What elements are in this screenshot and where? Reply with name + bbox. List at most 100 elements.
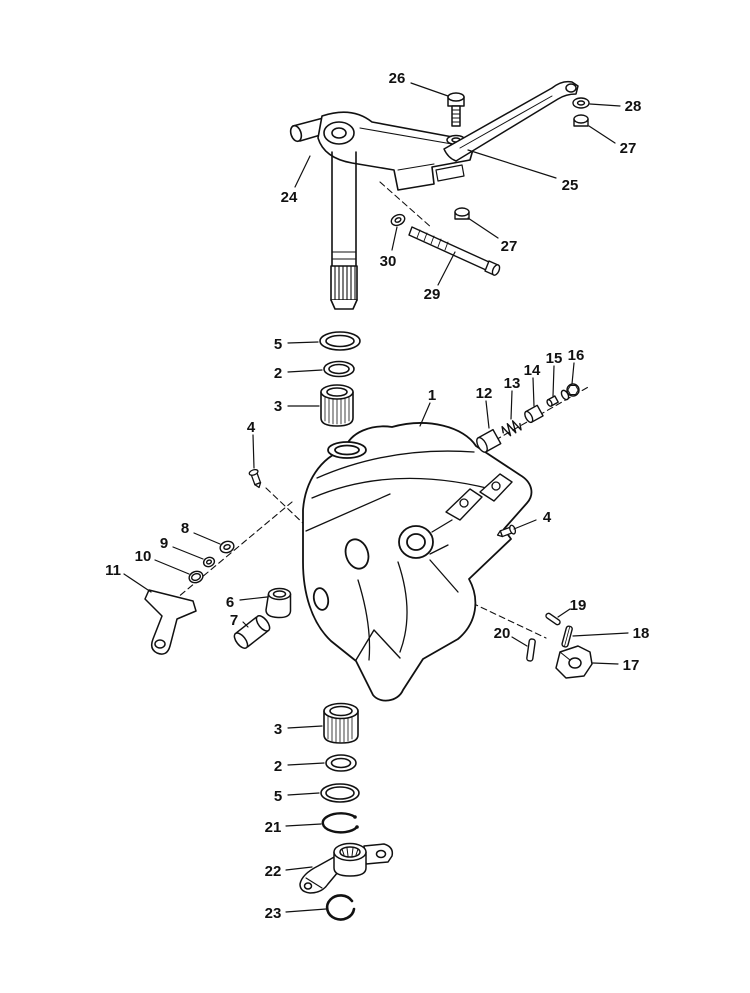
callout-leader-3 (287, 725, 323, 729)
callout-leader-27 (588, 125, 616, 144)
bushing-hatch (327, 714, 353, 743)
callout-leader-21 (285, 823, 322, 827)
part-24-swivel-arm (289, 111, 475, 310)
part-5-seal-lower (320, 783, 360, 803)
callout-label-25: 25 (562, 177, 579, 194)
snap-ring-arc (321, 812, 359, 834)
callout-label-27: 27 (620, 140, 637, 157)
shoulder-contour-line (311, 477, 503, 499)
callout-label-16: 16 (568, 347, 585, 364)
front-oval-hole (344, 538, 370, 570)
callout-leader-10 (154, 559, 190, 575)
callout-leader-2 (287, 369, 323, 373)
nut-top (454, 207, 470, 217)
plug-head-hex (567, 385, 579, 395)
tilt-tube-lines (429, 519, 453, 555)
bushing-bore (272, 590, 287, 598)
callout-leader-5 (287, 341, 319, 344)
bushing-body (323, 710, 359, 744)
arm-edge-line (359, 127, 453, 145)
callout-leader-9 (172, 546, 204, 560)
rib-line-right-arm (429, 559, 459, 593)
rib-line-leg-left (357, 579, 371, 661)
top-bore-inner (334, 444, 360, 456)
part-17-stop-block (555, 645, 593, 679)
callout-leader-25 (467, 149, 557, 179)
part-28-washer (572, 97, 590, 109)
washer-inner (223, 543, 231, 551)
callout-leader-23 (285, 908, 327, 913)
bushing-bore (329, 705, 353, 717)
callout-leader-4 (513, 519, 537, 530)
part-18-pin (561, 625, 573, 648)
callout-label-23: 23 (265, 905, 282, 922)
parts-12-16-detent-set (476, 383, 580, 453)
axis-line-top (379, 181, 433, 229)
callout-leader-7 (242, 621, 249, 628)
yoke-spline-bore (339, 846, 361, 858)
part-7-spacer-tube (233, 615, 271, 649)
part-16-plug (560, 383, 580, 401)
callout-label-13: 13 (504, 375, 521, 392)
bolt-thread-ticks (416, 229, 449, 251)
lever-body (144, 589, 197, 655)
part-6-bushing (265, 587, 292, 619)
callout-leader-24 (294, 155, 311, 188)
callout-leader-29 (437, 251, 456, 286)
screw-tip (496, 530, 503, 538)
part-15-pin-end (546, 399, 553, 407)
tilt-tube-bore-inner (406, 533, 426, 551)
yoke-lug-hole (375, 849, 387, 859)
screw-tip (254, 482, 262, 489)
washer-inner (576, 100, 586, 106)
callout-leader-15 (552, 365, 555, 397)
screw-head (248, 468, 259, 476)
snap-ring-end-b (355, 825, 359, 829)
part-19-pin (545, 612, 561, 626)
part-8-washer (219, 540, 235, 554)
callout-leader-19 (557, 608, 571, 618)
yoke-clamp-line (305, 877, 323, 889)
part-4-screw-left (248, 468, 262, 489)
rib-line-upper (305, 493, 391, 532)
callout-leader-12 (485, 400, 490, 429)
callout-leader-8 (193, 532, 221, 545)
bolt-thread-lines (451, 109, 461, 123)
callout-leader-17 (592, 662, 619, 665)
link-eye-hole (565, 83, 577, 93)
yoke-spline-ticks (341, 847, 359, 857)
bolt-head-top (447, 92, 465, 102)
snap-ring-end-a (353, 815, 357, 819)
ring-inner (190, 572, 202, 582)
oring-inner (330, 757, 352, 769)
shaft-sides (331, 151, 357, 267)
callout-label-29: 29 (424, 286, 441, 303)
callout-label-1: 1 (428, 387, 436, 404)
arm-plate-line (397, 163, 435, 171)
callout-leader-2 (287, 762, 325, 766)
arm-plate-slot (435, 164, 465, 182)
callout-leader-30 (391, 226, 398, 251)
bolt-shank (451, 105, 461, 127)
part-21-snap-ring (321, 812, 359, 834)
callout-label-2: 2 (274, 758, 282, 775)
arm-body (317, 111, 475, 191)
tube-end-right (255, 615, 271, 632)
callout-leader-14 (532, 377, 535, 407)
pin-slot-line (564, 626, 570, 647)
pin-body (545, 612, 561, 626)
lower-left-hole (312, 587, 330, 611)
callout-leader-26 (410, 82, 449, 97)
fork-vee-line (355, 629, 401, 661)
washer-inner (394, 217, 402, 223)
callout-label-5: 5 (274, 788, 282, 805)
bushing-body (265, 593, 292, 619)
shaft-tip (330, 299, 358, 310)
flange-hole-right (491, 481, 501, 491)
pin-body (526, 638, 536, 662)
part-10-ring (188, 570, 204, 584)
bushing-bore (326, 387, 348, 397)
axis-line-lever (164, 501, 293, 609)
callout-label-11: 11 (105, 562, 121, 579)
